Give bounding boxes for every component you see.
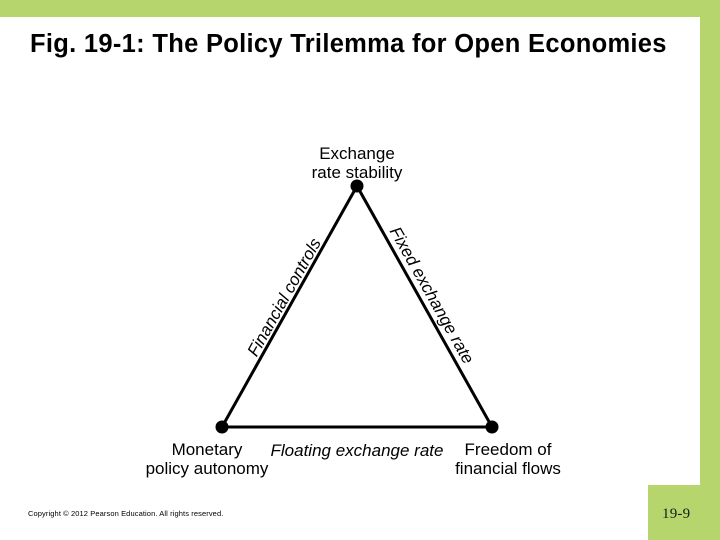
page-title: Fig. 19-1: The Policy Trilemma for Open … — [30, 30, 667, 58]
page-number: 19-9 — [662, 506, 691, 522]
vertex-label-bottom-left-line2: policy autonomy — [146, 459, 269, 478]
slide-footer-panel — [0, 485, 648, 540]
vertex-label-bottom-right-line1: Freedom of — [465, 440, 552, 459]
vertex-label-apex-line2: rate stability — [312, 163, 403, 182]
trilemma-diagram: Exchange rate stability Monetary policy … — [140, 130, 590, 490]
edge-label-floating-exchange-rate: Floating exchange rate — [271, 441, 444, 460]
vertex-label-apex: Exchange rate stability — [312, 144, 403, 182]
vertex-label-bottom-left: Monetary policy autonomy — [146, 440, 269, 478]
edge-label-financial-controls: Financial controls — [244, 235, 326, 360]
triangle-outline — [220, 184, 494, 429]
copyright-text: Copyright © 2012 Pearson Education. All … — [28, 509, 224, 518]
vertex-label-apex-line1: Exchange — [319, 144, 395, 163]
slide-content-panel — [0, 17, 700, 485]
vertex-label-bottom-left-line1: Monetary — [172, 440, 243, 459]
vertex-label-bottom-right-line2: financial flows — [455, 459, 561, 478]
vertex-dot-apex — [350, 179, 364, 193]
edge-label-fixed-exchange-rate: Fixed exchange rate — [386, 223, 478, 367]
vertex-dot-bottom-left — [215, 420, 229, 434]
vertex-label-bottom-right: Freedom of financial flows — [455, 440, 561, 478]
vertex-dot-bottom-right — [485, 420, 499, 434]
